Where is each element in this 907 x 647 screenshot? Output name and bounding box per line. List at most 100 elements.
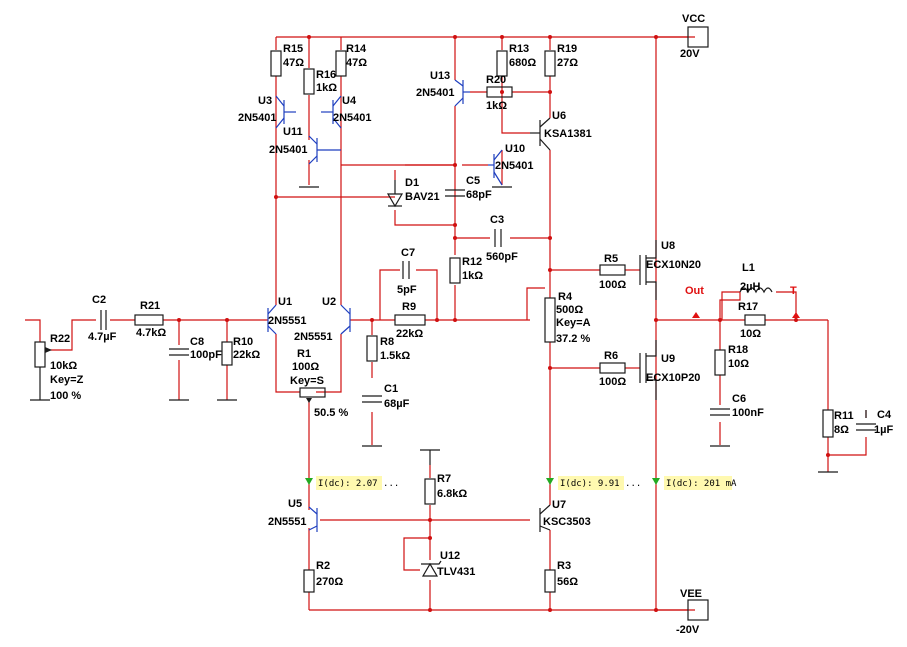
u4-part: 2N5401 [333,112,372,124]
r8-value: 1.5kΩ [380,350,410,362]
c6-ref: C6 [732,393,746,405]
u10-ref: U10 [505,143,525,155]
vee-port-value: -20V [676,624,700,636]
r1-percent: 50.5 % [314,407,348,419]
vcc-port-value: 20V [680,48,700,60]
c4-ref: C4 [877,409,892,421]
c4-value: 1µF [874,424,893,436]
r12-ref: R12 [462,256,482,268]
r19-ref: R19 [557,43,577,55]
u12-part: TLV431 [437,566,475,578]
r22-ref: R22 [50,333,70,345]
r2-value: 270Ω [316,576,343,588]
u1-part: 2N5551 [268,315,307,327]
r15-ref: R15 [283,43,303,55]
u1-ref: U1 [278,296,292,308]
r4-value: 500Ω [556,304,583,316]
r5-ref: R5 [604,253,618,265]
r10-value: 22kΩ [233,349,260,361]
r9-value: 22kΩ [396,328,423,340]
r10-ref: R10 [233,336,253,348]
r21-ref: R21 [140,300,160,312]
r20-ref: R20 [486,74,506,86]
r2-ref: R2 [316,560,330,572]
u3-ref: U3 [258,95,272,107]
r15-value: 47Ω [283,57,304,69]
r3-ref: R3 [557,560,571,572]
r8-ref: R8 [380,336,394,348]
c1-ref: C1 [384,383,398,395]
u10-part: 2N5401 [495,160,534,172]
c5-ref: C5 [466,175,480,187]
component-symbols [30,26,876,621]
r7-ref: R7 [437,473,451,485]
junction-dots [177,35,830,612]
u4-ref: U4 [342,95,357,107]
r16-value: 1kΩ [316,82,337,94]
r1-key: Key=S [290,375,324,387]
u11-part: 2N5401 [269,144,308,156]
out-label: Out [685,285,704,297]
r14-value: 47Ω [346,57,367,69]
transistor-symbols [267,79,551,532]
c7-value: 5pF [397,284,417,296]
u5-part: 2N5551 [268,516,307,528]
u9-ref: U9 [661,353,675,365]
r13-value: 680Ω [509,57,536,69]
c8-ref: C8 [190,336,204,348]
c6-value: 100nF [732,407,764,419]
r18-ref: R18 [728,344,748,356]
r17-ref: R17 [738,301,758,313]
r11-ref: R11 [834,410,854,422]
r17-value: 10Ω [740,328,761,340]
l1-ref: L1 [742,262,755,274]
u7-part: KSC3503 [543,516,591,528]
u11-ref: U11 [283,126,303,138]
probe-arrows [305,476,732,490]
u9-part: ECX10P20 [646,372,700,384]
r19-value: 27Ω [557,57,578,69]
r21-value: 4.7kΩ [136,327,166,339]
r20-value: 1kΩ [486,100,507,112]
r3-value: 56Ω [557,576,578,588]
u12-ref: U12 [440,550,460,562]
vee-port-name: VEE [680,588,702,600]
t-label: T [790,285,797,297]
vcc-port-name: VCC [682,13,705,25]
r6-ref: R6 [604,350,618,362]
r4-key: Key=A [556,317,591,329]
u3-part: 2N5401 [238,112,277,124]
r1-value: 100Ω [292,361,319,373]
c3-ref: C3 [490,214,504,226]
r1-ref: R1 [297,348,311,360]
component-labels: R22 10kΩ Key=Z 100 % C2 4.7µF R21 4.7kΩ … [50,43,893,588]
r6-value: 100Ω [599,376,626,388]
u2-ref: U2 [322,296,336,308]
r22-percent: 100 % [50,390,81,402]
r22-value: 10kΩ [50,360,77,372]
c1-value: 68µF [384,398,410,410]
r13-ref: R13 [509,43,529,55]
r4-percent: 37.2 % [556,333,590,345]
probe-output-current: I(dc): 201 mA [666,479,737,489]
d1-ref: D1 [405,177,419,189]
r7-value: 6.8kΩ [437,488,467,500]
r22-key: Key=Z [50,374,84,386]
u13-ref: U13 [430,70,450,82]
r11-value: 8Ω [834,424,849,436]
u8-part: ECX10N20 [646,259,701,271]
probe-u5-current: I(dc): 2.07 ... [318,479,399,489]
probe-u7-current: I(dc): 9.91 ... [560,479,641,489]
c3-value: 560pF [486,251,518,263]
wires [25,36,867,611]
r16-ref: R16 [316,69,336,81]
u5-ref: U5 [288,498,302,510]
r18-value: 10Ω [728,358,749,370]
c2-value: 4.7µF [88,331,117,343]
d1-part: BAV21 [405,191,440,203]
c8-value: 100pF [190,349,222,361]
r4-ref: R4 [558,291,573,303]
u2-part: 2N5551 [294,331,333,343]
c7-ref: C7 [401,247,415,259]
